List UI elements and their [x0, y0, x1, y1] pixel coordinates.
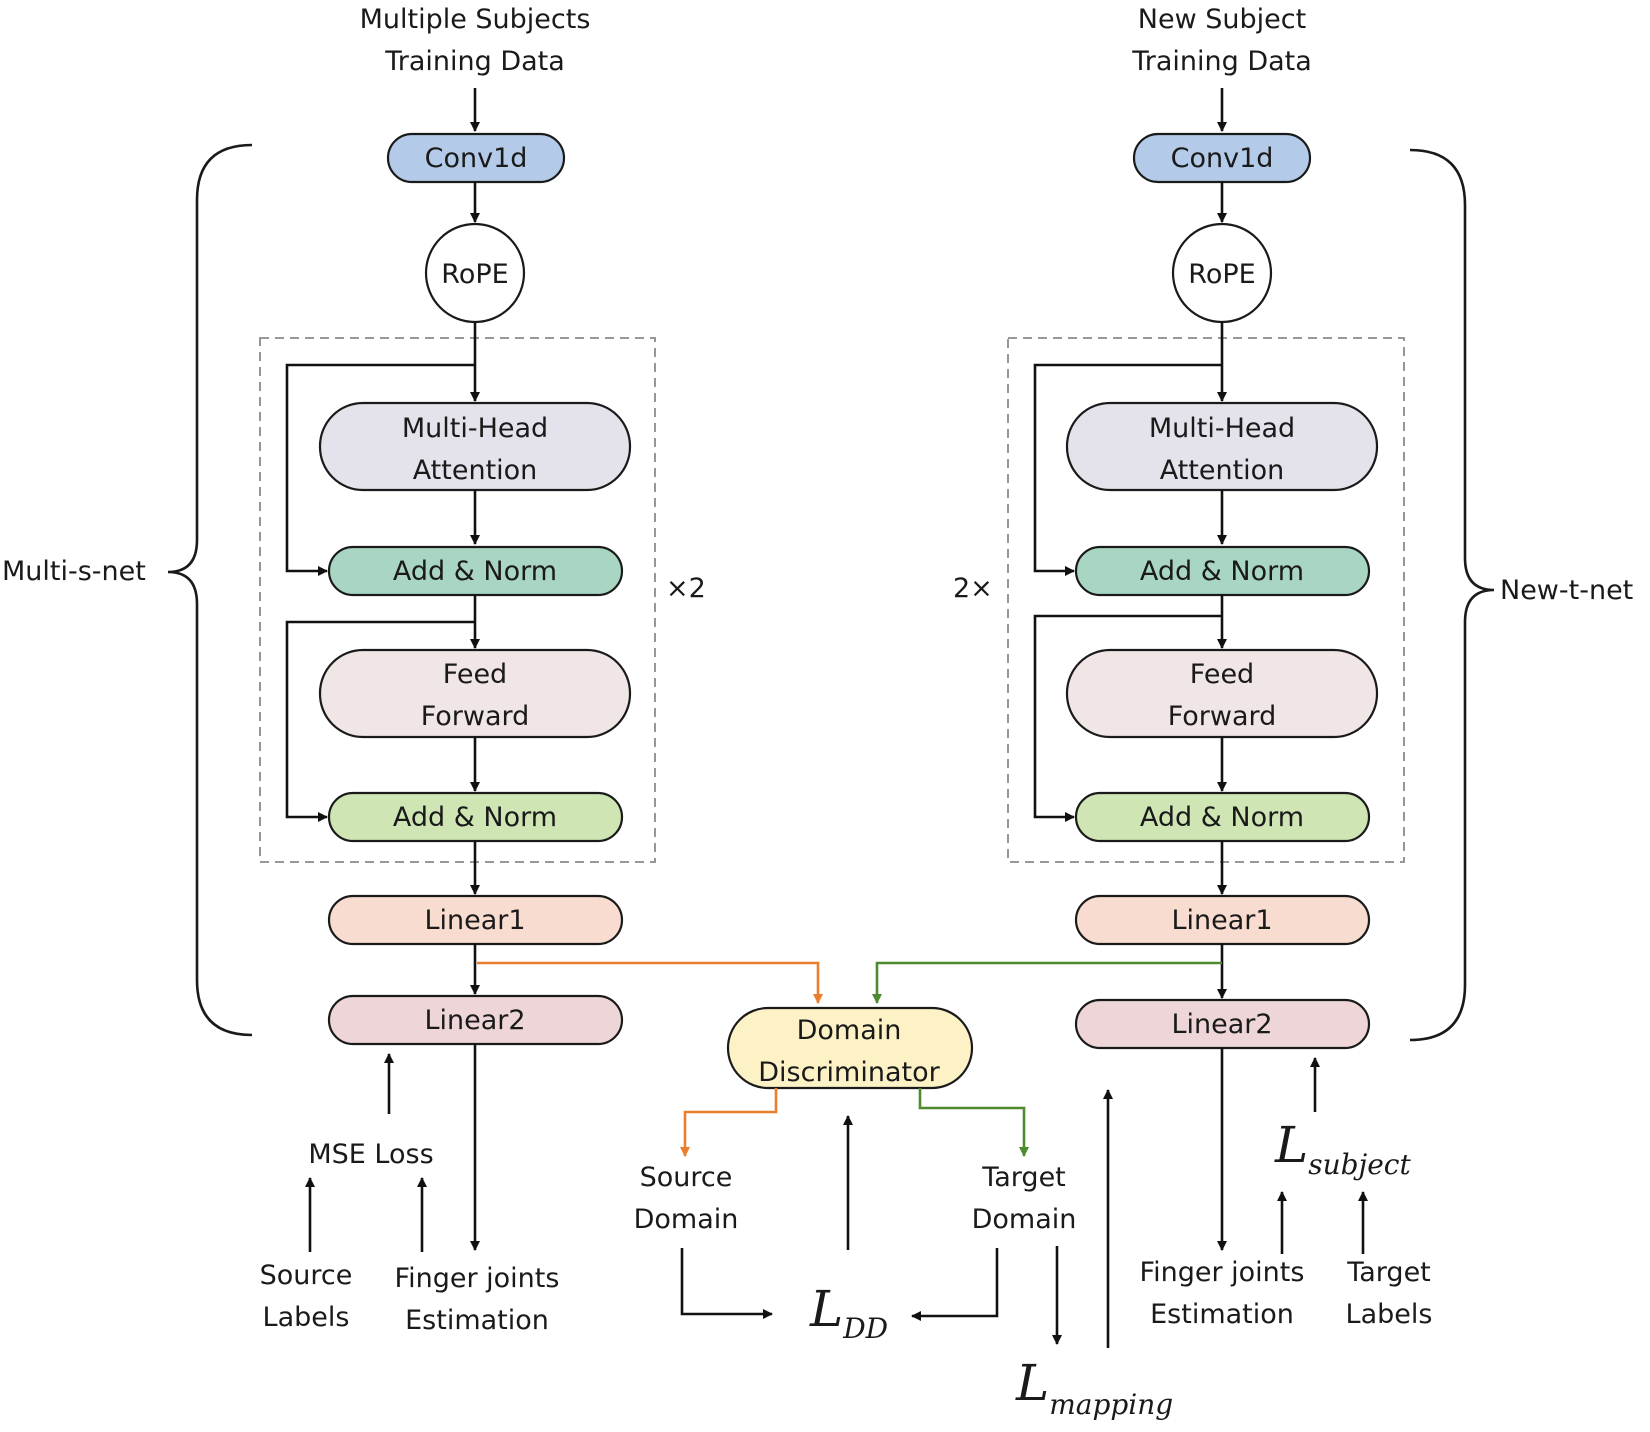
source-labels-line2: Labels [263, 1302, 350, 1333]
loss-ldd-sub: DD [842, 1312, 888, 1345]
right-input-label-line2: Training Data [1131, 46, 1312, 77]
loss-lsubject: Lsubject [1274, 1116, 1411, 1181]
left-input-label-line2: Training Data [384, 46, 565, 77]
mha-label-line1-right: Multi-Head [1149, 413, 1295, 444]
loss-ldd-main: L [809, 1280, 843, 1338]
linear2-label-right: Linear2 [1171, 1009, 1272, 1040]
feed-forward-block-right: Feed Forward [1065, 648, 1379, 739]
loss-lmapping-main: L [1015, 1354, 1049, 1412]
discriminator-label-line2: Discriminator [758, 1057, 940, 1088]
ff-label-line2-left: Forward [421, 701, 530, 732]
discriminator-label-line1: Domain [797, 1015, 902, 1046]
left-input-label-line1: Multiple Subjects [360, 4, 591, 35]
source-domain-line1: Source [640, 1162, 733, 1193]
rope-node-left: RoPE [424, 222, 526, 324]
orange-arrow-to-source-domain [680, 1088, 778, 1157]
linear2-block-right: Linear2 [1074, 998, 1371, 1050]
linear2-block-left: Linear2 [327, 994, 624, 1046]
estimation-left-line2: Estimation [405, 1305, 549, 1336]
repeat-label-left: ×2 [666, 573, 706, 604]
addnorm1-label-right: Add & Norm [1140, 556, 1304, 587]
brace-label-left: Multi-s-net [2, 556, 146, 587]
residual-arrow-2-left [285, 620, 475, 822]
target-domain-line2: Domain [972, 1204, 1077, 1235]
left-network: Multiple Subjects Training Data Conv1d R… [2, 4, 706, 1336]
encoder-dashed-box-right [1007, 337, 1405, 863]
mha-label-line2-left: Attention [413, 455, 538, 486]
ff-label-line2-right: Forward [1168, 701, 1277, 732]
loss-lmapping-sub: mapping [1049, 1388, 1173, 1421]
repeat-label-right: 2× [953, 573, 993, 604]
conv1d-label-right: Conv1d [1171, 143, 1274, 174]
mha-label-line1-left: Multi-Head [402, 413, 548, 444]
loss-lmapping: Lmapping [1015, 1354, 1173, 1421]
target-labels-line2: Labels [1346, 1299, 1433, 1330]
residual-arrow-1-left [285, 363, 475, 576]
linear2-label-left: Linear2 [424, 1005, 525, 1036]
arrow-target-domain-to-ldd [911, 1248, 999, 1321]
ff-label-line1-right: Feed [1190, 659, 1254, 690]
source-domain-line2: Domain [634, 1204, 739, 1235]
rope-label-left: RoPE [441, 259, 508, 290]
add-norm-1-block-left: Add & Norm [327, 545, 624, 597]
estimation-right-line2: Estimation [1150, 1299, 1294, 1330]
add-norm-2-block-left: Add & Norm [327, 791, 624, 843]
linear1-label-right: Linear1 [1171, 905, 1272, 936]
add-norm-1-block-right: Add & Norm [1074, 545, 1371, 597]
green-arrow-to-target-domain [918, 1088, 1029, 1157]
feed-forward-block-left: Feed Forward [318, 648, 632, 739]
brace-left [167, 143, 253, 1037]
loss-lsubject-main: L [1274, 1116, 1308, 1174]
linear1-block-left: Linear1 [327, 894, 624, 946]
addnorm2-label-left: Add & Norm [393, 802, 557, 833]
brace-label-right: New-t-net [1500, 575, 1633, 606]
linear1-label-left: Linear1 [424, 905, 525, 936]
target-labels-line1: Target [1346, 1257, 1431, 1288]
mse-loss-label: MSE Loss [308, 1139, 433, 1170]
multi-head-attention-block-right: Multi-Head Attention [1065, 401, 1379, 492]
loss-lsubject-sub: subject [1308, 1148, 1411, 1181]
add-norm-2-block-right: Add & Norm [1074, 791, 1371, 843]
mha-label-line2-right: Attention [1160, 455, 1285, 486]
ff-label-line1-left: Feed [443, 659, 507, 690]
discriminator-shape [726, 1006, 974, 1090]
target-domain-line1: Target [981, 1162, 1066, 1193]
rope-label-right: RoPE [1188, 259, 1255, 290]
orange-feature-arrow-source [477, 961, 823, 1004]
conv1d-block-left: Conv1d [386, 132, 566, 184]
green-feature-arrow-target [872, 961, 1222, 1004]
right-network: New Subject Training Data Conv1d RoPE 2×… [953, 4, 1633, 1330]
residual-arrow-1-right [1033, 363, 1222, 576]
domain-adaptation: Domain Discriminator Source Domain Targe… [477, 961, 1222, 1348]
linear1-block-right: Linear1 [1074, 894, 1371, 946]
addnorm1-label-left: Add & Norm [393, 556, 557, 587]
estimation-right-line1: Finger joints [1140, 1257, 1305, 1288]
loss-ldd: LDD [809, 1280, 888, 1345]
conv1d-label-left: Conv1d [425, 143, 528, 174]
residual-arrow-2-right [1033, 614, 1222, 822]
source-labels-line1: Source [260, 1260, 353, 1291]
domain-discriminator-block: Domain Discriminator [726, 1006, 974, 1090]
brace-right [1409, 148, 1495, 1042]
rope-node-right: RoPE [1171, 222, 1273, 324]
multi-head-attention-block-left: Multi-Head Attention [318, 401, 632, 492]
arrow-source-domain-to-ldd [680, 1248, 773, 1319]
estimation-left-line1: Finger joints [395, 1263, 560, 1294]
encoder-dashed-box-left [259, 337, 656, 863]
conv1d-block-right: Conv1d [1132, 132, 1312, 184]
right-input-label-line1: New Subject [1138, 4, 1306, 35]
addnorm2-label-right: Add & Norm [1140, 802, 1304, 833]
